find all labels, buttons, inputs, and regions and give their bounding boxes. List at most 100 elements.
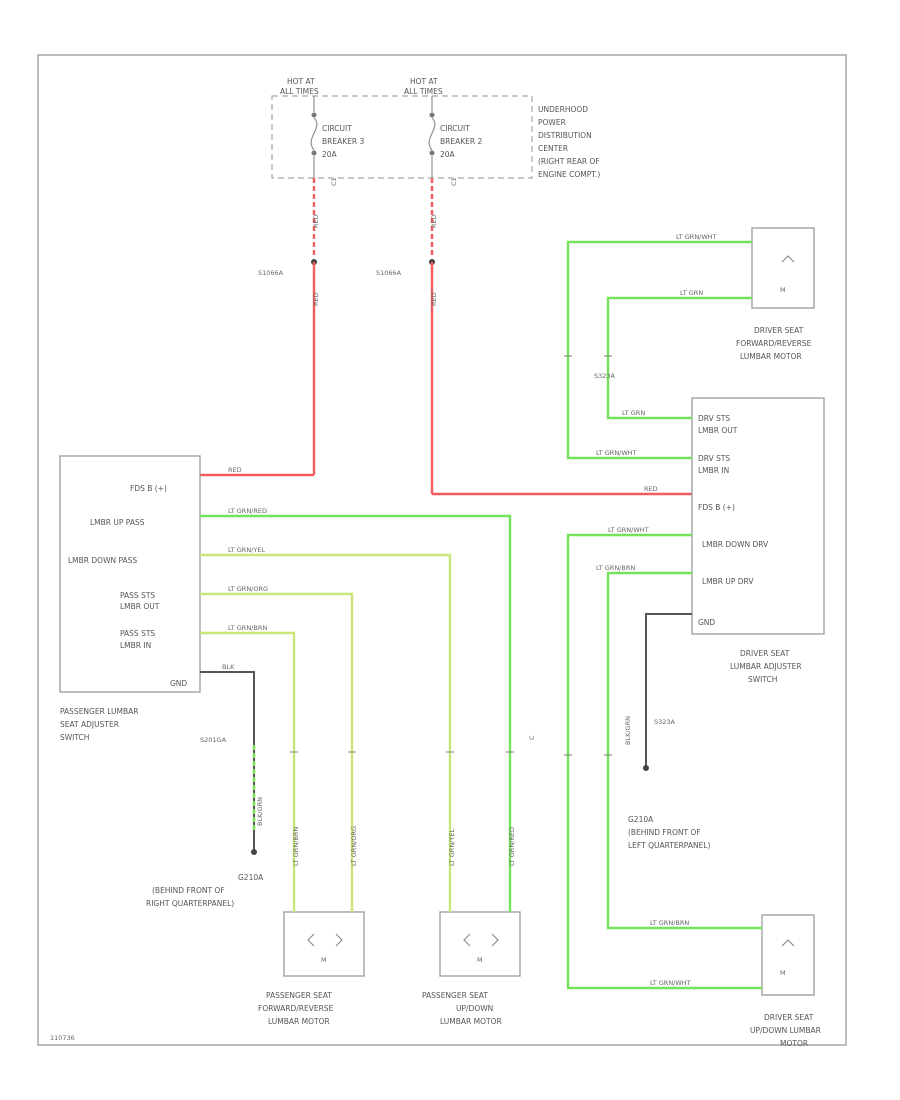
wire-label-ltgrn-2: LT GRN [622, 409, 645, 417]
wire-label-ltgrnwht-1: LT GRN/WHT [676, 233, 717, 241]
drv-switch-name-3: SWITCH [748, 675, 777, 684]
pass-ground-name-2: (BEHIND FRONT OF [152, 886, 225, 895]
circuit-breaker-2-label: CIRCUIT [440, 124, 470, 133]
pass-pin-gnd: GND [170, 679, 187, 688]
drv-switch-name-1: DRIVER SEAT [740, 649, 790, 658]
diagram-frame [37, 54, 847, 1046]
pass-switch-name-3: SWITCH [60, 733, 89, 742]
pass-pin-sts-in: PASS STS [120, 629, 155, 638]
drv-fr-name-2: FORWARD/REVERSE [736, 339, 812, 348]
connector-c1-left: C1 [330, 177, 338, 186]
motor-icon-drv-ud: M [780, 969, 786, 977]
connector-c1-right: C1 [450, 177, 458, 186]
pass-pin-lmbr-down: LMBR DOWN PASS [68, 556, 137, 565]
driver-fwd-rev-lumbar-motor: M DRIVER SEAT FORWARD/REVERSE LUMBAR MOT… [736, 227, 815, 361]
red-wire-right: RED RED RED S1066A [376, 178, 692, 496]
pass-pin-sts-out: PASS STS [120, 591, 155, 600]
driver-green-wiring: LT GRN/WHT LT GRN LT GRN LT GRN/WHT LT G… [564, 233, 762, 990]
pass-ud-name-3: LUMBAR MOTOR [440, 1017, 502, 1026]
hot-at-all-times-2-line2: ALL TIMES [404, 87, 443, 96]
driver-lumbar-switch: DRV STS LMBR OUT DRV STS LMBR IN FDS B (… [691, 397, 825, 684]
circuit-breaker-3-label: CIRCUIT [322, 124, 352, 133]
hot-at-all-times-1-line2: ALL TIMES [280, 87, 319, 96]
drv-ud-name-1: DRIVER SEAT [764, 1013, 814, 1022]
passenger-lumbar-switch: FDS B (+) LMBR UP PASS LMBR DOWN PASS PA… [59, 455, 201, 742]
circuit-breaker-3-label-2: BREAKER 3 [322, 137, 364, 146]
drv-pin-lmbr-out: LMBR OUT [698, 426, 738, 435]
drv-fr-name-1: DRIVER SEAT [754, 326, 804, 335]
drv-switch-name-2: LUMBAR ADJUSTER [730, 662, 802, 671]
center-label-5: (RIGHT REAR OF [538, 157, 600, 166]
red-wire-left: RED RED RED S1066A [200, 178, 320, 477]
circuit-breaker-3-rating: 20A [322, 150, 338, 159]
center-label-3: DISTRIBUTION [538, 131, 592, 140]
wire-label-ltgrnbrn-2: LT GRN/BRN [650, 919, 689, 927]
circuit-breaker-3-icon [310, 112, 318, 178]
wire-label-ltgrnred-1: LT GRN/RED [228, 507, 267, 515]
center-label-4: CENTER [538, 144, 568, 153]
drv-pin-sts-out: DRV STS [698, 414, 730, 423]
red-wire-label-left-h: RED [228, 466, 242, 474]
wire-label-ltgrnyel-1: LT GRN/YEL [228, 546, 265, 554]
pass-pin-fds: FDS B (+) [130, 484, 167, 493]
red-wire-label-right-2: RED [430, 292, 438, 306]
passenger-up-down-lumbar-motor: M PASSENGER SEAT UP/DOWN LUMBAR MOTOR [422, 911, 521, 1026]
pass-ud-name-1: PASSENGER SEAT [422, 991, 488, 1000]
red-wire-label-left-2: RED [312, 292, 320, 306]
pass-pin-lmbr-in: LMBR IN [120, 641, 151, 650]
passenger-ground: BLK S201GA BLK/GRN G210A (BEHIND FRONT O… [146, 663, 264, 908]
drv-pin-lmbr-up: LMBR UP DRV [702, 577, 754, 586]
wire-label-ltgrnorg-1: LT GRN/ORG [228, 585, 268, 593]
drv-pin-lmbr-down: LMBR DOWN DRV [702, 540, 769, 549]
circuit-breaker-2-rating: 20A [440, 150, 456, 159]
drv-pin-gnd: GND [698, 618, 715, 627]
pass-ud-name-2: UP/DOWN [456, 1004, 493, 1013]
underhood-power-distribution-center: HOT AT ALL TIMES HOT AT ALL TIMES CIRCUI… [271, 77, 600, 179]
circuit-breaker-2-label-2: BREAKER 2 [440, 137, 482, 146]
wire-label-ltgrnbrn-4: LT GRN/BRN [292, 827, 300, 866]
pass-ground-name-3: RIGHT QUARTERPANEL) [146, 899, 234, 908]
driver-up-down-lumbar-motor: M DRIVER SEAT UP/DOWN LUMBAR MOTOR [750, 914, 821, 1048]
pass-pin-lmbr-up: LMBR UP PASS [90, 518, 145, 527]
red-wire-label-right-h: RED [644, 485, 658, 493]
pass-ground-wire-label-2: BLK/GRN [256, 797, 264, 826]
center-label-1: UNDERHOOD [538, 105, 588, 114]
pass-ground-name-1: G210A [238, 873, 264, 882]
drv-fr-name-3: LUMBAR MOTOR [740, 352, 802, 361]
wire-label-ltgrnbrn-1: LT GRN/BRN [596, 564, 635, 572]
drv-pin-fds: FDS B (+) [698, 503, 735, 512]
pass-fr-name-1: PASSENGER SEAT [266, 991, 332, 1000]
pass-ground-splice: S201GA [200, 736, 227, 744]
drv-pin-lmbr-in: LMBR IN [698, 466, 729, 475]
drv-ground-splice: S323A [654, 718, 676, 726]
red-wire-label-left: RED [312, 214, 320, 228]
center-label-2: POWER [538, 118, 566, 127]
circuit-breaker-2-icon [428, 112, 436, 178]
drv-pin-sts-in: DRV STS [698, 454, 730, 463]
wire-label-ltgrnwht-4: LT GRN/WHT [650, 979, 691, 987]
drv-splice-label: S323A [594, 372, 616, 380]
drv-ground-name-2: (BEHIND FRONT OF [628, 828, 701, 837]
wire-label-ltgrnwht-2: LT GRN/WHT [596, 449, 637, 457]
wire-label-ltgrnwht-3: LT GRN/WHT [608, 526, 649, 534]
motor-icon-drv-fr: M [780, 286, 786, 294]
drv-ground-name-1: G210A [628, 815, 654, 824]
hot-at-all-times-2: HOT AT [410, 77, 438, 86]
pass-switch-name-2: SEAT ADJUSTER [60, 720, 119, 729]
wire-label-ltgrnbrn-3: LT GRN/BRN [228, 624, 267, 632]
drv-ud-name-2: UP/DOWN LUMBAR [750, 1026, 821, 1035]
drv-ground-wire-label: BLK/GRN [624, 716, 632, 745]
passenger-fwd-rev-lumbar-motor: M PASSENGER SEAT FORWARD/REVERSE LUMBAR … [258, 911, 365, 1026]
drv-ud-name-3: MOTOR [780, 1039, 808, 1048]
pass-ground-wire-label: BLK [222, 663, 235, 671]
red-wire-label-right: RED [430, 214, 438, 228]
driver-ground: BLK/GRN S323A G210A (BEHIND FRONT OF LEF… [528, 613, 710, 850]
pass-fr-name-2: FORWARD/REVERSE [258, 1004, 334, 1013]
wire-label-ltgrnorg-2: LT GRN/ORG [350, 826, 358, 866]
splice-s1066a-right: S1066A [376, 269, 402, 277]
pass-fr-name-3: LUMBAR MOTOR [268, 1017, 330, 1026]
pass-pin-lmbr-out: LMBR OUT [120, 602, 160, 611]
diagram-id: 110736 [50, 1034, 75, 1042]
center-label-6: ENGINE COMPT.) [538, 170, 600, 179]
